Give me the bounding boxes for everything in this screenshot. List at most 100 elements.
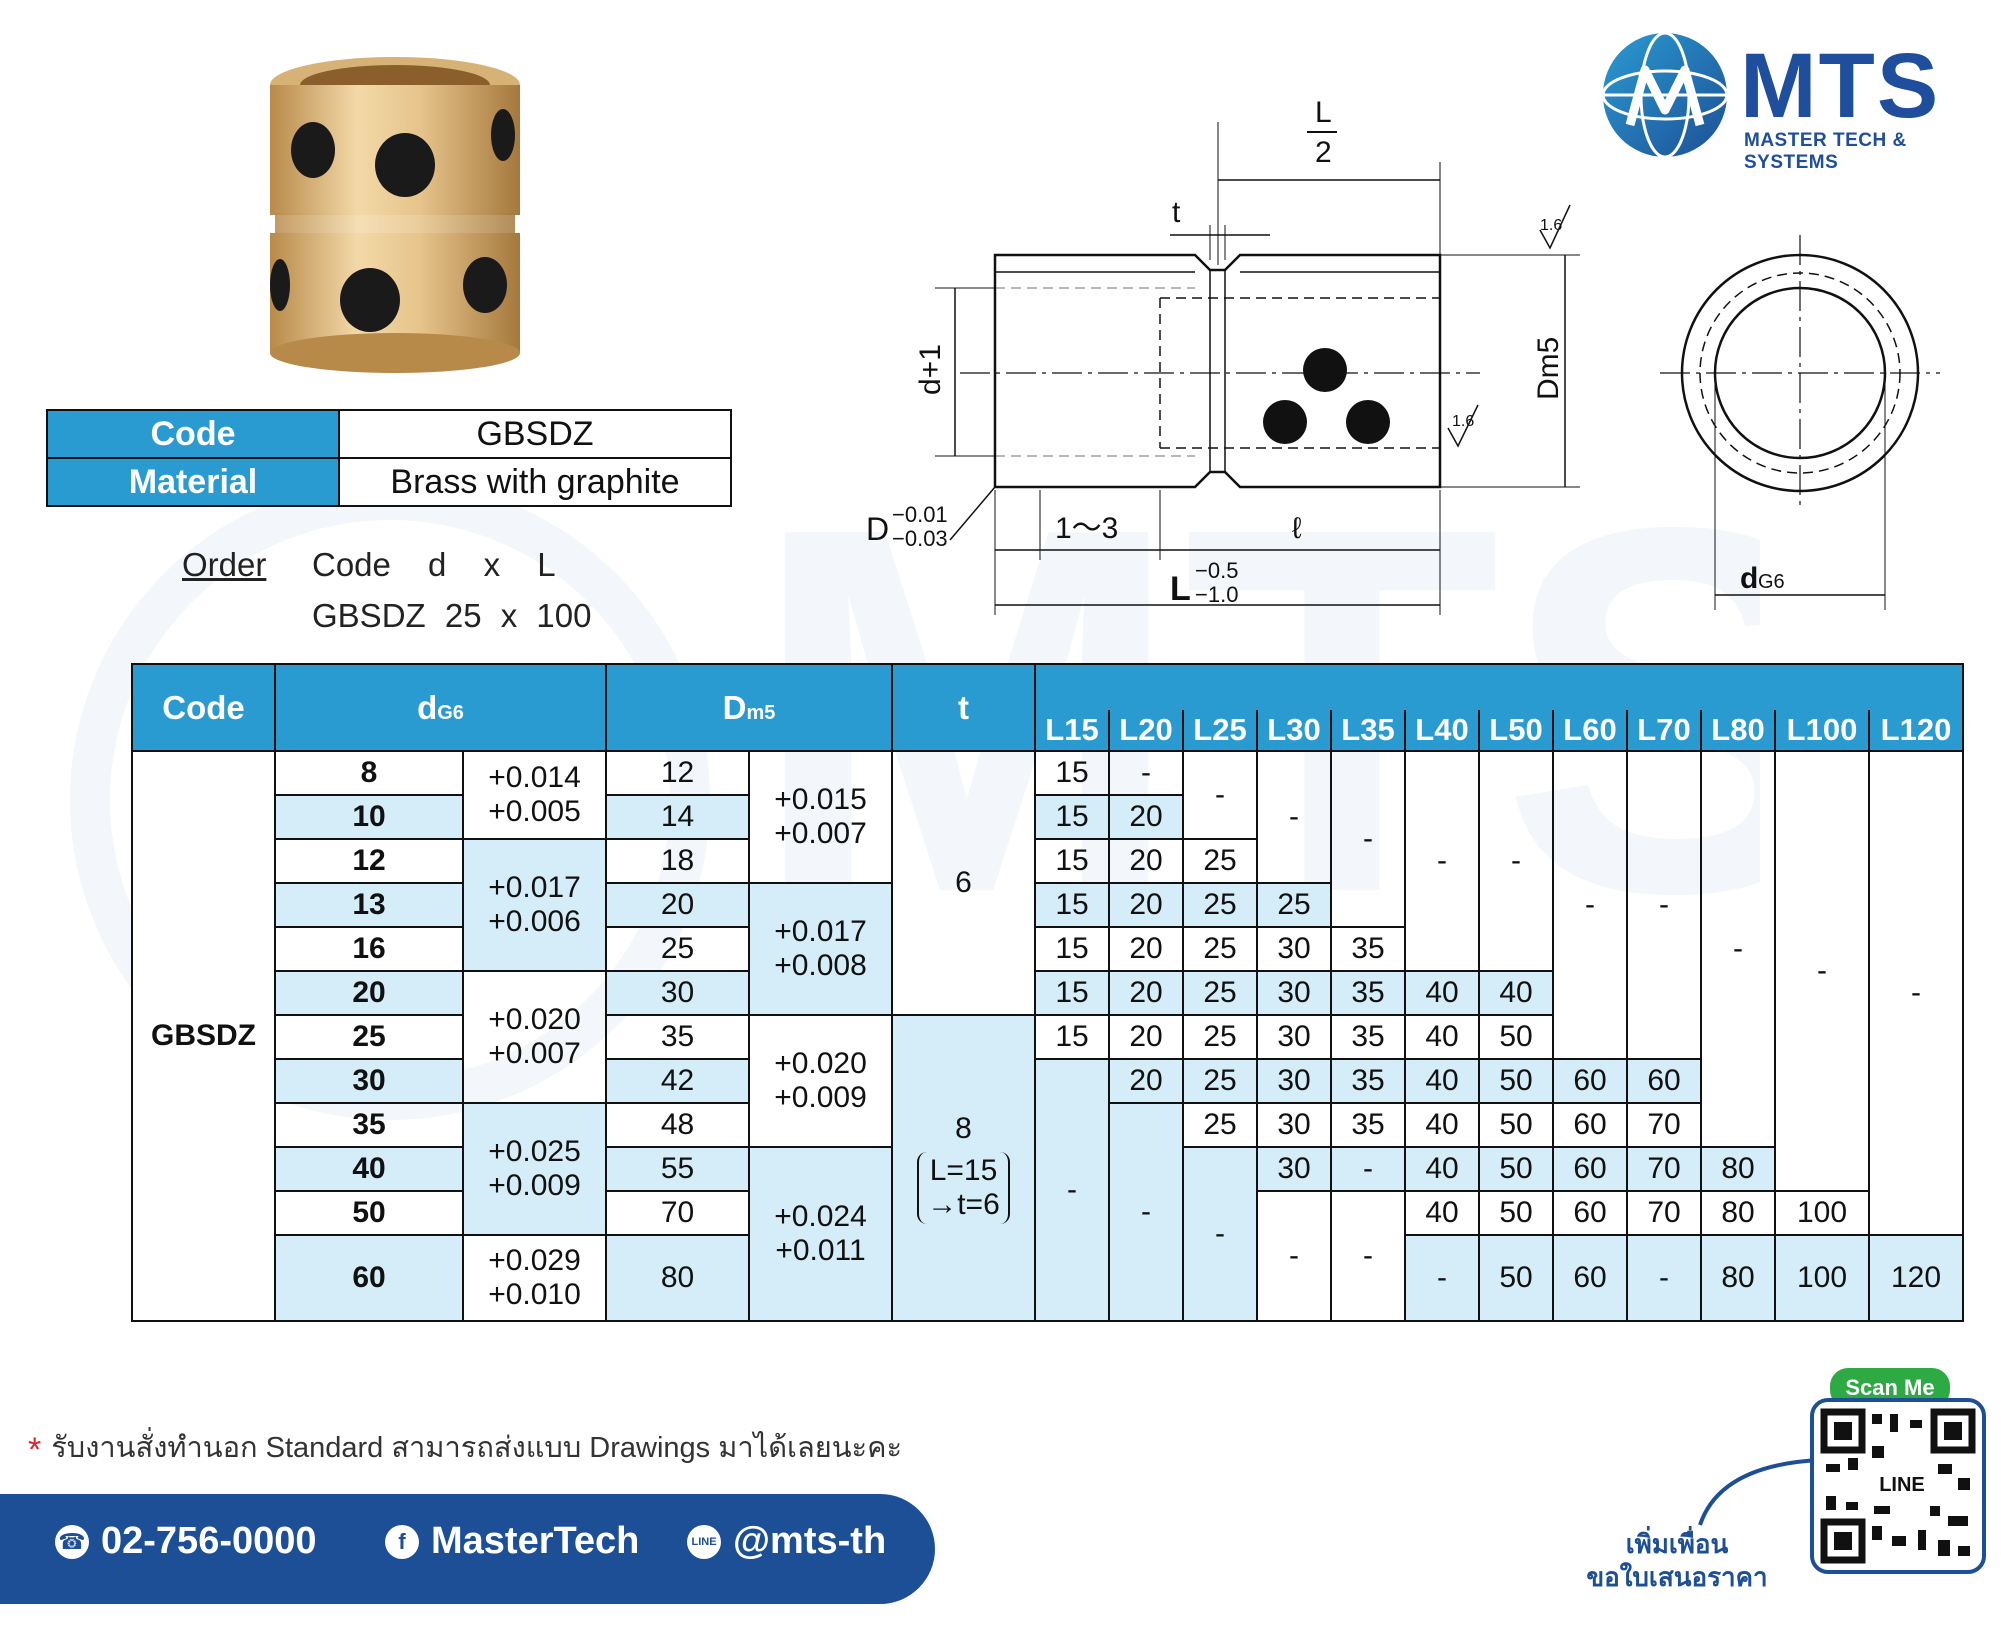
phone-contact[interactable]: ☎02-756-0000 xyxy=(55,1520,317,1563)
L80-cell: 80 xyxy=(1700,1190,1776,1236)
bushing-product-image xyxy=(270,57,520,373)
drawing-half-L-den: 2 xyxy=(1315,136,1332,169)
L50-cell: 40 xyxy=(1478,970,1554,1016)
header-l30: L30 xyxy=(1256,710,1332,752)
header-l25: L25 xyxy=(1182,710,1258,752)
header-l35: L35 xyxy=(1330,710,1406,752)
line-icon: LINE xyxy=(687,1524,721,1559)
technical-drawing: L 2 t d+1 D −0.01 −0.03 1～3 ℓ L −0.5 −1.… xyxy=(866,96,1940,615)
L60-cell: 60 xyxy=(1552,1146,1628,1192)
header-l120: L120 xyxy=(1868,710,1964,752)
order-example: GBSDZ 25 x 100 xyxy=(312,597,592,634)
L20-cell: 20 xyxy=(1108,1058,1184,1104)
header-l40: L40 xyxy=(1404,710,1480,752)
L20-cell: - xyxy=(1108,750,1184,796)
L70-cell: 60 xyxy=(1626,1058,1702,1104)
L50-cell: 50 xyxy=(1478,1102,1554,1148)
line-qr-code[interactable]: LINE xyxy=(1810,1398,1986,1574)
L100-cell: 100 xyxy=(1774,1190,1870,1236)
L25-cell: 25 xyxy=(1182,1102,1258,1148)
globe-icon xyxy=(1601,31,1729,159)
mts-logo: MTS MASTER TECH & SYSTEMS xyxy=(1600,30,1980,173)
L30-cell: 30 xyxy=(1256,926,1332,972)
D-cell: 42 xyxy=(605,1058,750,1104)
add-friend-text: เพิ่มเพื่อน ขอใบเสนอราคา xyxy=(1586,1529,1768,1592)
L60-cell: 60 xyxy=(1552,1102,1628,1148)
facebook-icon: f xyxy=(385,1524,419,1559)
L30-cell: 30 xyxy=(1256,1058,1332,1104)
L20-cell: 20 xyxy=(1108,838,1184,884)
material-label: Material xyxy=(46,457,340,507)
drawing-roughness-inner: 1.6 xyxy=(1452,413,1474,430)
pointer-arrow-icon xyxy=(1698,1458,1821,1526)
L15-cell: 15 xyxy=(1034,926,1110,972)
drawing-L: L xyxy=(1170,570,1191,608)
L25-cell: 25 xyxy=(1182,882,1258,928)
L15-cell: 15 xyxy=(1034,750,1110,796)
D-cell: 48 xyxy=(605,1102,750,1148)
L70-cell: 70 xyxy=(1626,1190,1702,1236)
qr-line-label: LINE xyxy=(1879,1474,1925,1496)
drawing-range-1-3: 1～3 xyxy=(1055,512,1118,545)
code-value: GBSDZ xyxy=(338,409,732,459)
header-D: Dm5 xyxy=(605,663,893,752)
drawing-D: D xyxy=(866,511,889,547)
L70-cell: - xyxy=(1626,1234,1702,1322)
header-l15: L15 xyxy=(1034,710,1110,752)
d-tol-cell: +0.017+0.006 xyxy=(462,838,607,972)
L100-dash: - xyxy=(1774,750,1870,1192)
L40-cell: 40 xyxy=(1404,1058,1480,1104)
L20-cell: 20 xyxy=(1108,926,1184,972)
L80-dash: - xyxy=(1700,750,1776,1148)
L120-cell: 120 xyxy=(1868,1234,1964,1322)
drawing-dG6-main: d xyxy=(1740,562,1758,595)
header-code: Code xyxy=(131,663,276,752)
drawing-L-tol-lower: −1.0 xyxy=(1195,582,1238,607)
L40-cell: 40 xyxy=(1404,1102,1480,1148)
line-contact[interactable]: LINE@mts-th xyxy=(687,1520,886,1563)
code-cell: GBSDZ xyxy=(131,750,276,1322)
L15-cell: 15 xyxy=(1034,1014,1110,1060)
D-cell: 80 xyxy=(605,1234,750,1322)
drawing-L-tol-upper: −0.5 xyxy=(1195,558,1238,583)
d-cell: 40 xyxy=(274,1146,464,1192)
L25-cell: 25 xyxy=(1182,838,1258,884)
L50-cell: 50 xyxy=(1478,1146,1554,1192)
phone-icon: ☎ xyxy=(55,1524,89,1559)
header-l80: L80 xyxy=(1700,710,1776,752)
L50-cell: 50 xyxy=(1478,1234,1554,1322)
d-cell: 8 xyxy=(274,750,464,796)
d-cell: 10 xyxy=(274,794,464,840)
d-cell: 16 xyxy=(274,926,464,972)
custom-order-note: *รับงานสั่งทำนอก Standard สามารถส่งแบบ D… xyxy=(28,1431,903,1469)
material-value: Brass with graphite xyxy=(338,457,732,507)
d-cell: 60 xyxy=(274,1234,464,1322)
L25-cell: 25 xyxy=(1182,926,1258,972)
d-cell: 20 xyxy=(274,970,464,1016)
header-L-group xyxy=(1034,663,1964,710)
L40-dash: - xyxy=(1404,750,1480,972)
d-tol-cell: +0.020+0.007 xyxy=(462,970,607,1104)
L15-cell: 15 xyxy=(1034,838,1110,884)
header-l100: L100 xyxy=(1774,710,1870,752)
L80-cell: 80 xyxy=(1700,1234,1776,1322)
L40-cell: 40 xyxy=(1404,1014,1480,1060)
d-cell: 12 xyxy=(274,838,464,884)
header-l20: L20 xyxy=(1108,710,1184,752)
d-cell: 35 xyxy=(274,1102,464,1148)
D-cell: 20 xyxy=(605,882,750,928)
drawing-Dm5: Dm5 xyxy=(1532,337,1565,400)
header-d: dG6 xyxy=(274,663,607,752)
d-cell: 30 xyxy=(274,1058,464,1104)
L20-dash: - xyxy=(1108,1102,1184,1322)
L35-cell: - xyxy=(1330,1146,1406,1192)
L40-cell: 40 xyxy=(1404,970,1480,1016)
D-tol-cell: +0.020+0.009 xyxy=(748,1014,893,1148)
L25-cell: 25 xyxy=(1182,970,1258,1016)
L15-cell: 15 xyxy=(1034,882,1110,928)
D-cell: 35 xyxy=(605,1014,750,1060)
drawing-dG6-sub: G6 xyxy=(1758,571,1785,593)
drawing-d-plus-1: d+1 xyxy=(914,344,947,395)
